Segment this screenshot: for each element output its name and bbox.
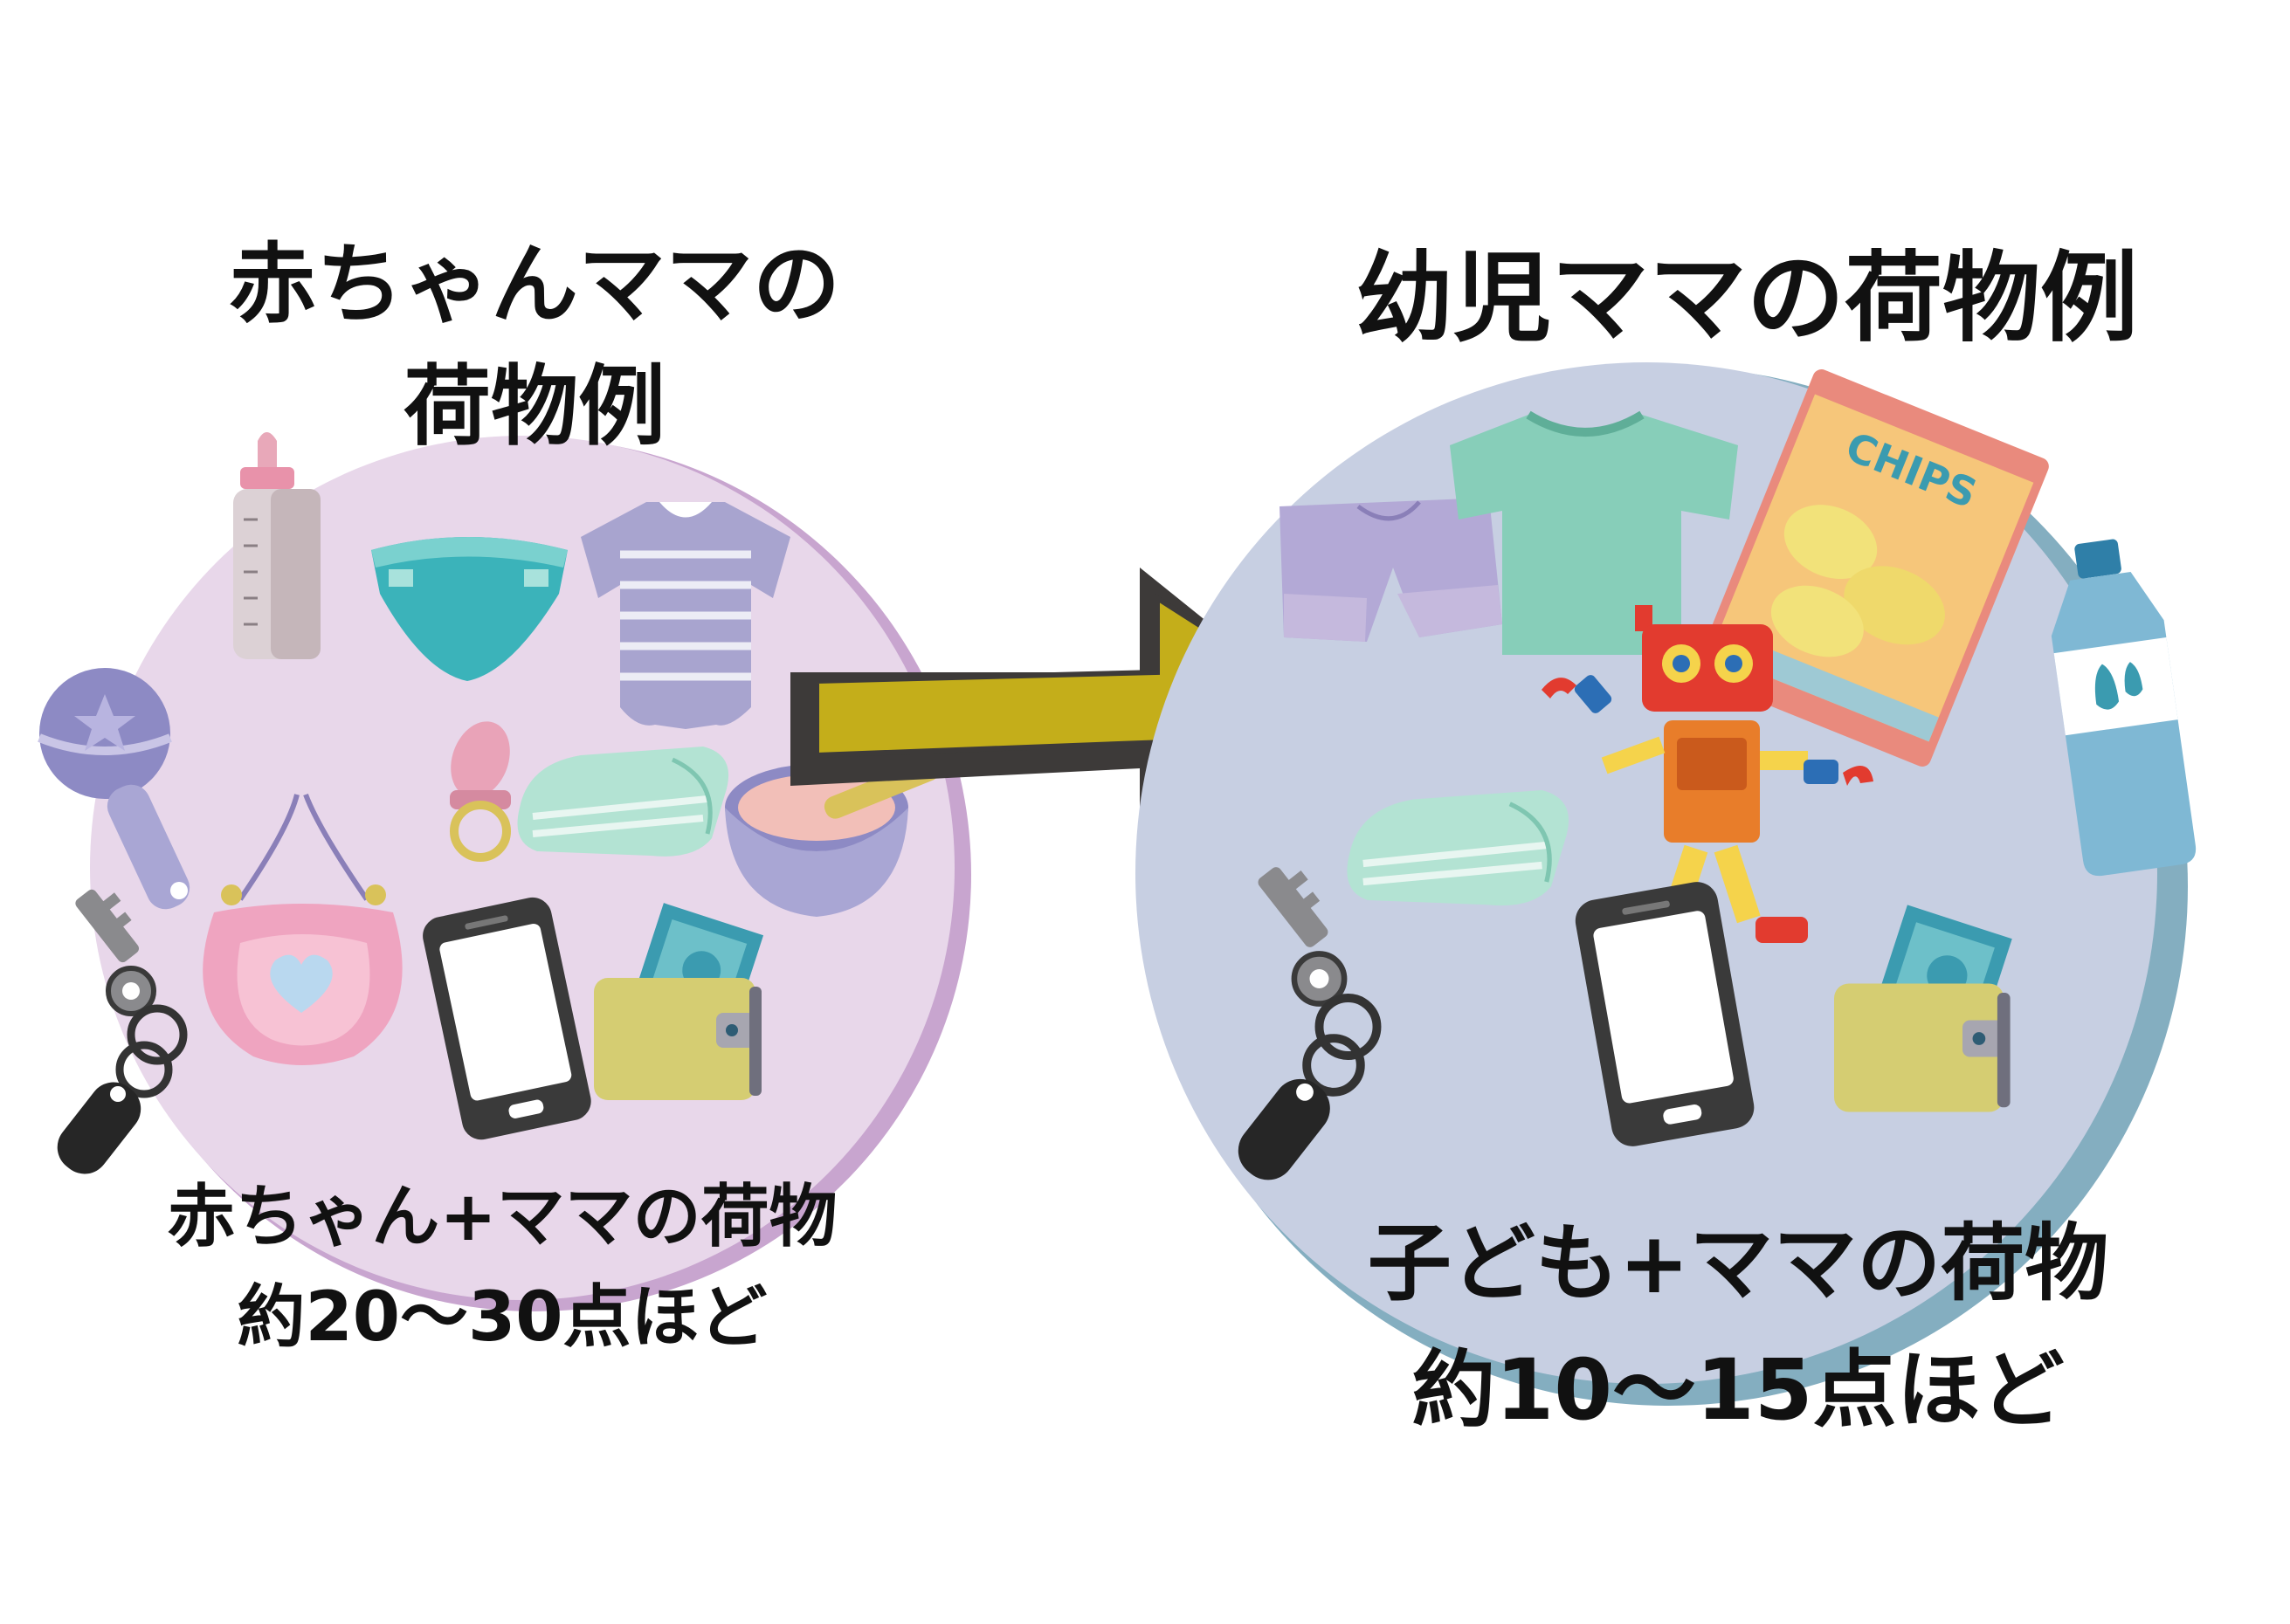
toddler-caption-line2: 約10〜15点ほど xyxy=(1411,1341,2064,1439)
tshirt-icon xyxy=(1450,410,1738,655)
baby-section: 赤ちゃんママの 荷物例 xyxy=(38,233,971,1357)
baby-food-bowl-icon xyxy=(725,758,941,917)
onesie-icon xyxy=(581,502,790,729)
baby-title-line1: 赤ちゃんママの xyxy=(229,233,840,335)
water-bottle-icon xyxy=(2051,539,2197,877)
shorts-icon xyxy=(1280,498,1502,642)
chips-bag-icon: CHIPS xyxy=(1694,369,2049,767)
pacifier-icon xyxy=(450,721,511,862)
diaper-icon xyxy=(371,537,568,681)
toddler-title: 幼児ママの荷物例 xyxy=(1355,242,2138,355)
toddler-caption-line1: 子ども+ママの荷物 xyxy=(1368,1215,2108,1312)
baby-title-line2: 荷物例 xyxy=(404,355,666,458)
toddler-section: 幼児ママの荷物例 CHIPS xyxy=(1135,242,2197,1439)
baby-caption-line2: 約20〜30点ほど xyxy=(237,1278,767,1357)
rattle-icon xyxy=(38,668,190,910)
baby-bottle-icon xyxy=(233,432,321,659)
baby-caption-line1: 赤ちゃん+ママの荷物 xyxy=(167,1178,837,1256)
bib-icon xyxy=(203,793,403,1065)
